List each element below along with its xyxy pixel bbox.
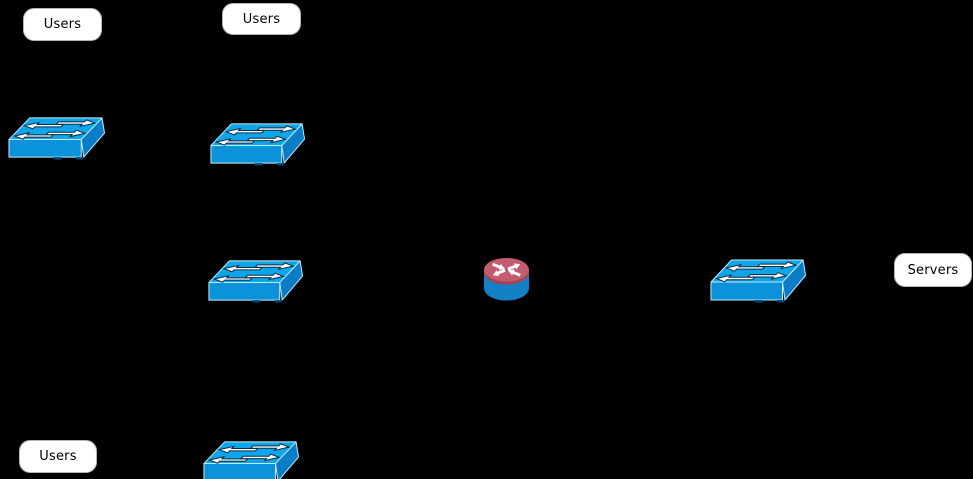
access-switch-bottom[interactable] xyxy=(202,438,300,479)
users-label-bottom-left: Users xyxy=(19,440,97,473)
workgroup-switch-icon xyxy=(709,256,807,303)
workgroup-switch-icon xyxy=(7,114,106,160)
access-switch-top-left[interactable] xyxy=(7,114,106,160)
workgroup-switch-icon xyxy=(209,120,306,166)
router-cross-arrows-icon xyxy=(492,262,521,277)
core-router[interactable] xyxy=(482,257,531,302)
workgroup-switch-icon xyxy=(207,257,304,303)
switch-traffic-arrows-icon xyxy=(211,263,296,282)
servers-label-right: Servers xyxy=(894,253,972,287)
switch-traffic-arrows-icon xyxy=(11,120,98,139)
users-label-top-left: Users xyxy=(23,8,102,41)
users-label-top-center: Users xyxy=(222,3,301,35)
server-switch-right[interactable] xyxy=(709,256,807,303)
access-switch-top-center[interactable] xyxy=(209,120,306,166)
router-icon xyxy=(483,257,530,301)
workgroup-switch-icon xyxy=(202,438,300,479)
distribution-switch-middle[interactable] xyxy=(207,257,304,303)
switch-traffic-arrows-icon xyxy=(206,444,292,463)
switch-traffic-arrows-icon xyxy=(713,262,799,282)
switch-traffic-arrows-icon xyxy=(213,126,298,145)
